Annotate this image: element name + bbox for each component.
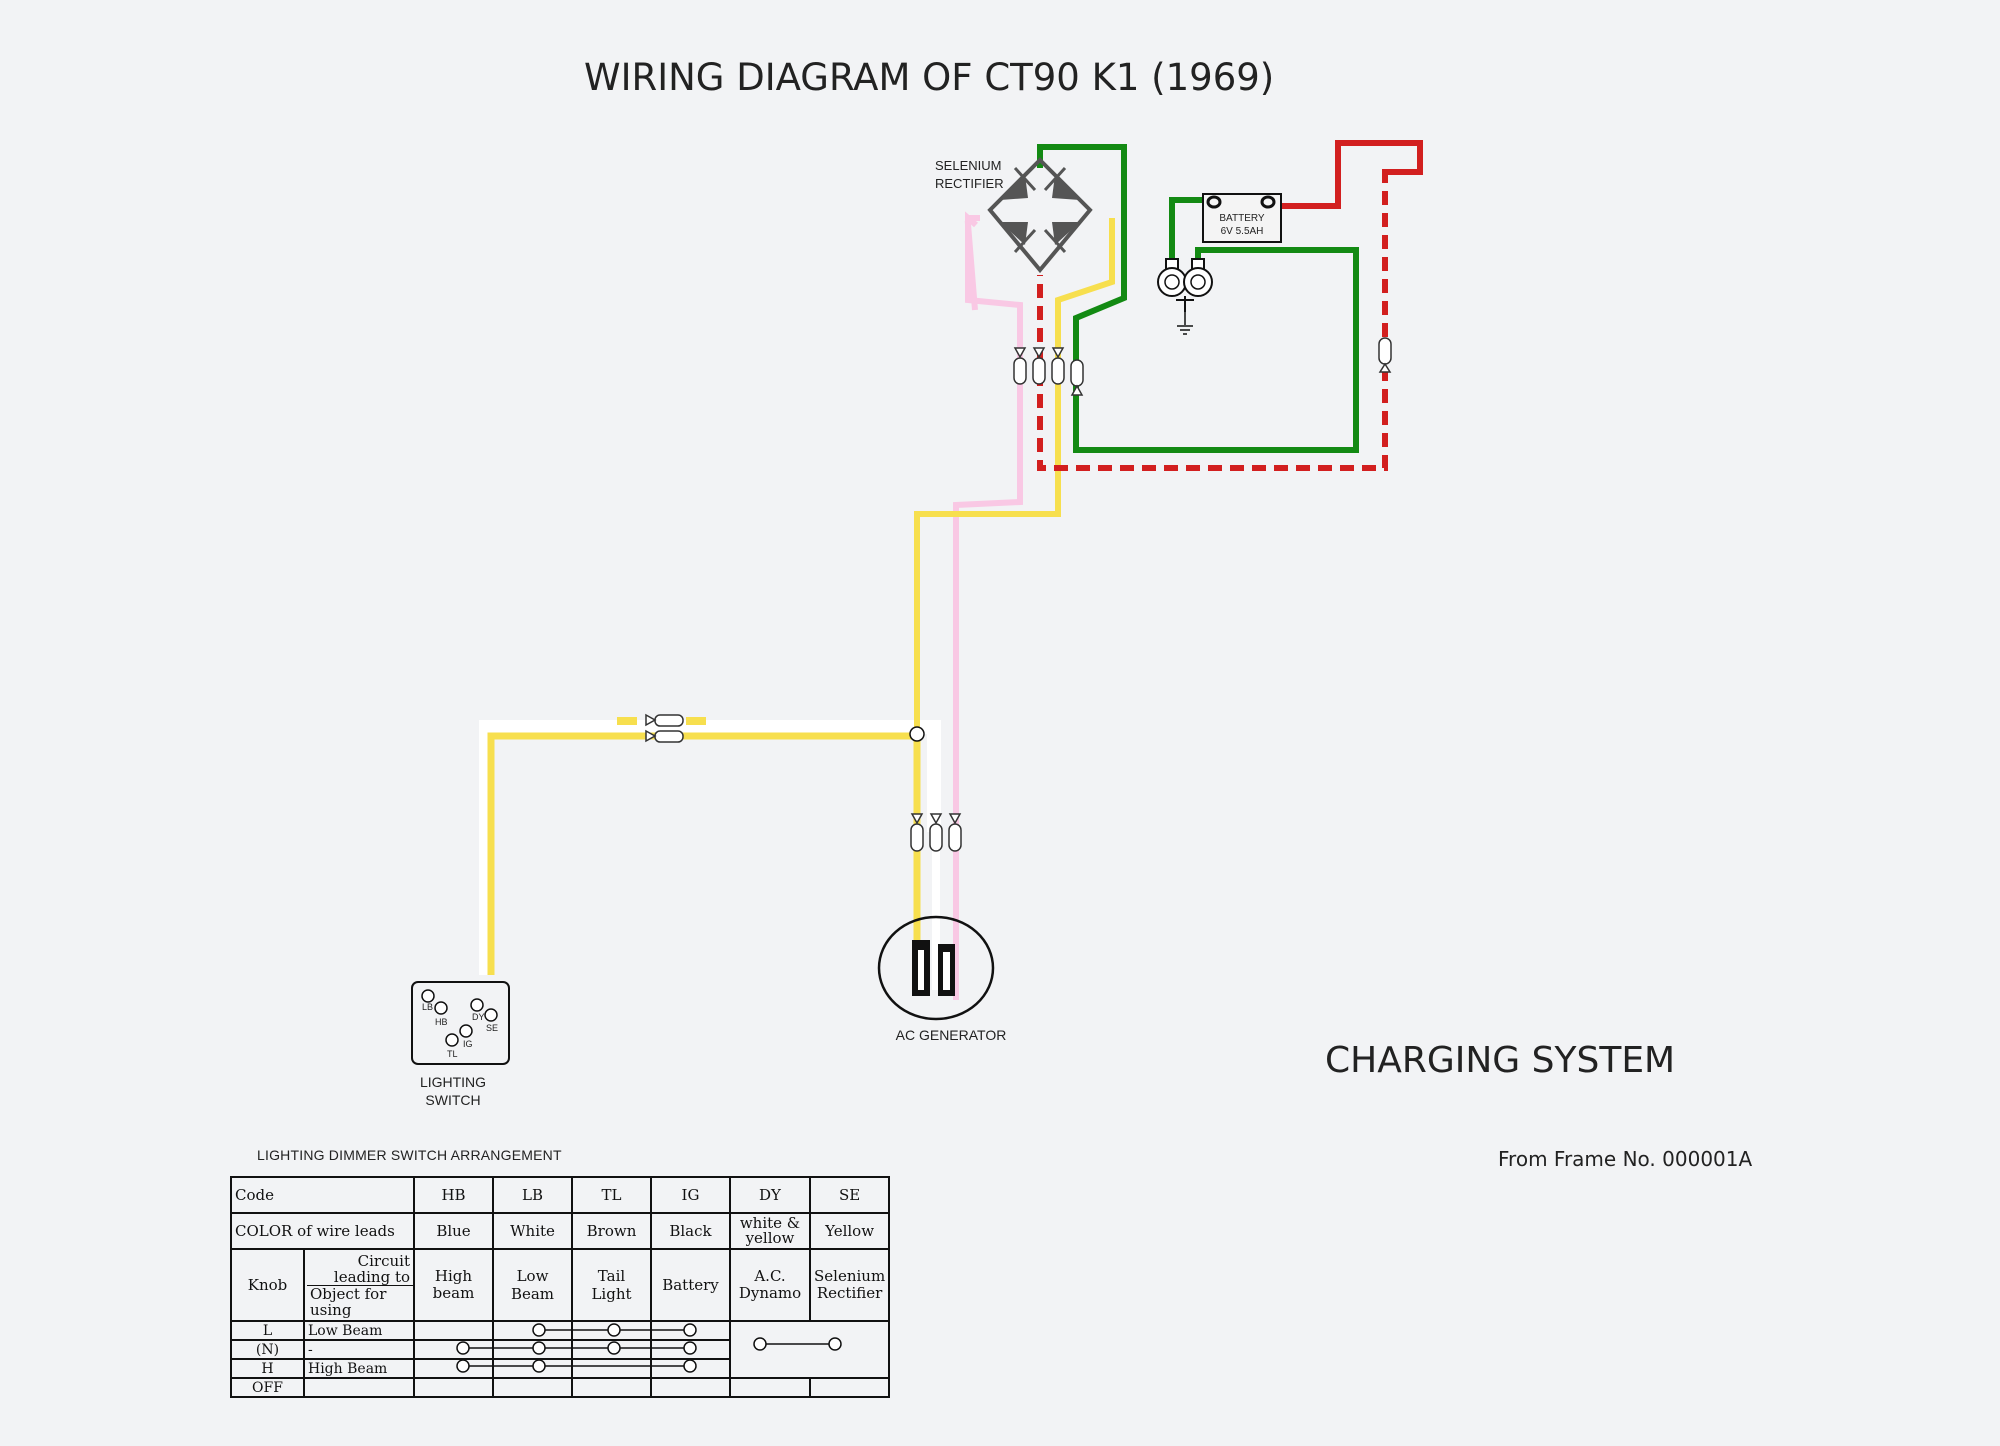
pink-wire: [953, 211, 1023, 1000]
color-se: Yellow: [808, 1212, 891, 1250]
battery-label-2: 6V 5.5AH: [1221, 226, 1264, 237]
generator-label: AC GENERATOR: [896, 1027, 1007, 1043]
fuse-terminal: [1157, 258, 1213, 335]
dimmer-switch-table: Code HB LB TL IG DY SE COLOR of wire lea…: [230, 1176, 891, 1398]
knob-label: Knob: [230, 1248, 305, 1322]
color-lb: White: [492, 1212, 573, 1250]
selenium-rectifier: SELENIUM RECTIFIER: [935, 157, 1093, 274]
dy-se-cell: [728, 1320, 891, 1379]
rectifier-label-1: SELENIUM: [935, 158, 1001, 173]
table-title: LIGHTING DIMMER SWITCH ARRANGEMENT: [257, 1147, 562, 1163]
diagram-subtitle: CHARGING SYSTEM: [1325, 1040, 1675, 1081]
white-wire-casing: [479, 720, 941, 975]
inline-connector: [645, 713, 925, 743]
battery-label-1: BATTERY: [1219, 213, 1265, 224]
object-label-2: using: [310, 1300, 352, 1319]
object-n: -: [303, 1339, 415, 1360]
color-tl: Brown: [571, 1212, 652, 1250]
yellow-wire-rectifier: [914, 218, 1115, 735]
green-wire-battery: [1169, 197, 1206, 262]
switch-label-1: LIGHTING: [420, 1074, 486, 1090]
circuit-label-2: leading to: [333, 1267, 410, 1286]
circuit-hb: High beam: [413, 1248, 494, 1322]
yellow-wire-switch: [487, 732, 917, 975]
color-label: COLOR of wire leads: [230, 1212, 415, 1250]
circuit-label-1: Circuit: [357, 1251, 410, 1270]
code-ig: IG: [650, 1176, 731, 1214]
knob-h: H: [230, 1358, 305, 1379]
circuit-lb: Low Beam: [492, 1248, 573, 1322]
color-hb: Blue: [413, 1212, 494, 1250]
code-dy: DY: [729, 1176, 811, 1214]
green-wire-main: [1037, 144, 1359, 453]
knob-n: (N): [230, 1339, 305, 1360]
switch-label-2: SWITCH: [425, 1092, 480, 1108]
color-dy: white & yellow: [729, 1212, 811, 1250]
circuit-ig: Battery: [650, 1248, 731, 1322]
ac-generator: AC GENERATOR: [877, 915, 1007, 1043]
circuit-object-header: Circuit leading to Object for using: [303, 1248, 415, 1322]
code-lb: LB: [492, 1176, 573, 1214]
terminal-hb: HB: [435, 1017, 448, 1027]
terminal-lb: LB: [422, 1002, 433, 1012]
terminal-ig: IG: [463, 1039, 473, 1049]
object-h: High Beam: [303, 1358, 415, 1379]
terminal-tl: TL: [447, 1049, 458, 1059]
object-l: Low Beam: [303, 1320, 415, 1341]
rectifier-label-2: RECTIFIER: [935, 176, 1004, 191]
red-wire-battery: [1280, 140, 1423, 209]
rectifier-connectors: [1013, 337, 1392, 396]
code-se: SE: [808, 1176, 891, 1214]
diagram-title: WIRING DIAGRAM OF CT90 K1 (1969): [584, 56, 1274, 99]
terminal-se: SE: [486, 1023, 498, 1033]
code-hb: HB: [413, 1176, 494, 1214]
knob-off: OFF: [230, 1377, 305, 1398]
knob-l: L: [230, 1320, 305, 1341]
lighting-switch: LB HB DY SE IG TL LIGHTING SWITCH: [411, 981, 510, 1108]
circuit-dy: A.C. Dynamo: [729, 1248, 811, 1322]
generator-connectors: [910, 813, 962, 852]
red-wire-dashed: [1037, 140, 1423, 471]
battery: BATTERY 6V 5.5AH: [1202, 193, 1282, 243]
terminal-dy: DY: [472, 1012, 485, 1022]
circuit-tl: Tail Light: [571, 1248, 652, 1322]
frame-number-note: From Frame No. 000001A: [1498, 1147, 1752, 1171]
object-label-1: Object for: [310, 1284, 387, 1303]
circuit-se: Selenium Rectifier: [808, 1248, 891, 1322]
color-ig: Black: [650, 1212, 731, 1250]
code-tl: TL: [571, 1176, 652, 1214]
object-off: [303, 1377, 415, 1398]
code-label: Code: [230, 1176, 415, 1214]
